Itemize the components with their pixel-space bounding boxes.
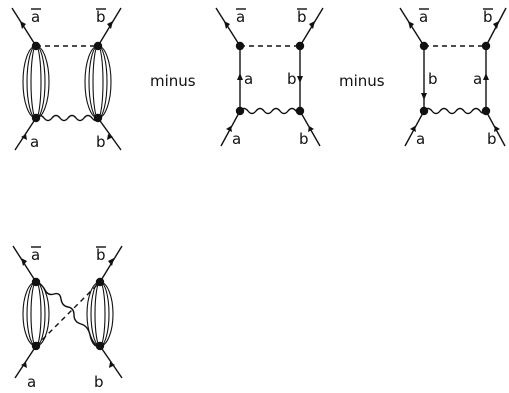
diagram-blob-crossed: a b a b [12, 245, 123, 391]
external-line-b [97, 117, 122, 151]
label-a: a [416, 130, 425, 148]
external-line-abar [399, 7, 425, 47]
diagram-box-exchanged: b a a b a b [399, 7, 507, 148]
arrow-a [410, 126, 416, 132]
label-inner-a: a [473, 70, 482, 88]
arrow-b [107, 134, 113, 140]
arrow-abar [224, 21, 230, 29]
label-b: b [94, 373, 104, 391]
external-line-abar [215, 7, 241, 47]
arrow-b [308, 126, 314, 132]
wavy-propagator [35, 114, 99, 122]
label-abar: a [236, 8, 245, 26]
label-inner-a: a [244, 70, 253, 88]
label-inner-b: b [428, 70, 438, 88]
arrow-a [21, 134, 27, 140]
vertex [31, 341, 41, 351]
arrow-bbar [493, 21, 499, 29]
label-a: a [27, 373, 36, 391]
vertex [295, 41, 305, 51]
label-bbar: b [483, 8, 493, 26]
vertex [419, 106, 429, 116]
label-bbar: b [96, 246, 106, 264]
vertex [93, 113, 103, 123]
wavy-propagator [423, 107, 487, 115]
arrow-b [109, 362, 115, 368]
label-bbar: b [297, 8, 307, 26]
external-line-abar [11, 7, 37, 47]
label-abar: a [419, 8, 428, 26]
label-inner-b: b [287, 70, 297, 88]
diagram-blob-ladder: a b a b [11, 7, 122, 151]
dashed-propagator-crossed [35, 281, 101, 347]
arrow-b [494, 126, 500, 132]
label-a: a [232, 130, 241, 148]
diagram-box-direct: a b a b a b [215, 7, 324, 148]
vertex [295, 106, 305, 116]
vertex [235, 106, 245, 116]
blob-left [22, 45, 50, 119]
label-abar: a [31, 8, 40, 26]
label-bbar: b [96, 8, 106, 26]
external-line-b [99, 345, 123, 379]
vertex [481, 41, 491, 51]
arrow-bbar [108, 258, 114, 266]
arrow-right-line [297, 76, 303, 83]
label-b: b [299, 130, 309, 148]
minus-word: minus [150, 72, 196, 90]
arrow-abar [21, 258, 27, 266]
wavy-propagator [239, 107, 301, 115]
vertex [31, 277, 41, 287]
label-abar: a [31, 246, 40, 264]
arrow-bbar [107, 21, 113, 29]
vertex [31, 41, 41, 51]
external-line-a [14, 345, 37, 379]
vertex [95, 277, 105, 287]
arrow-abar [20, 21, 26, 29]
wavy-propagator-crossed [35, 281, 97, 347]
label-a: a [30, 133, 39, 151]
label-b: b [487, 130, 497, 148]
vertex [235, 41, 245, 51]
vertex [481, 106, 491, 116]
label-b: b [96, 133, 106, 151]
arrow-left-line [237, 73, 243, 80]
arrow-abar [408, 21, 414, 29]
arrow-left-line [421, 93, 427, 100]
arrow-a [21, 362, 27, 368]
vertex [419, 41, 429, 51]
vertex [31, 113, 41, 123]
vertex [93, 41, 103, 51]
external-line-a [14, 117, 37, 151]
blob-right [84, 45, 112, 119]
arrow-right-line [483, 73, 489, 80]
minus-word: minus [339, 72, 385, 90]
arrow-a [226, 126, 232, 132]
arrow-bbar [309, 21, 315, 29]
vertex [95, 341, 105, 351]
